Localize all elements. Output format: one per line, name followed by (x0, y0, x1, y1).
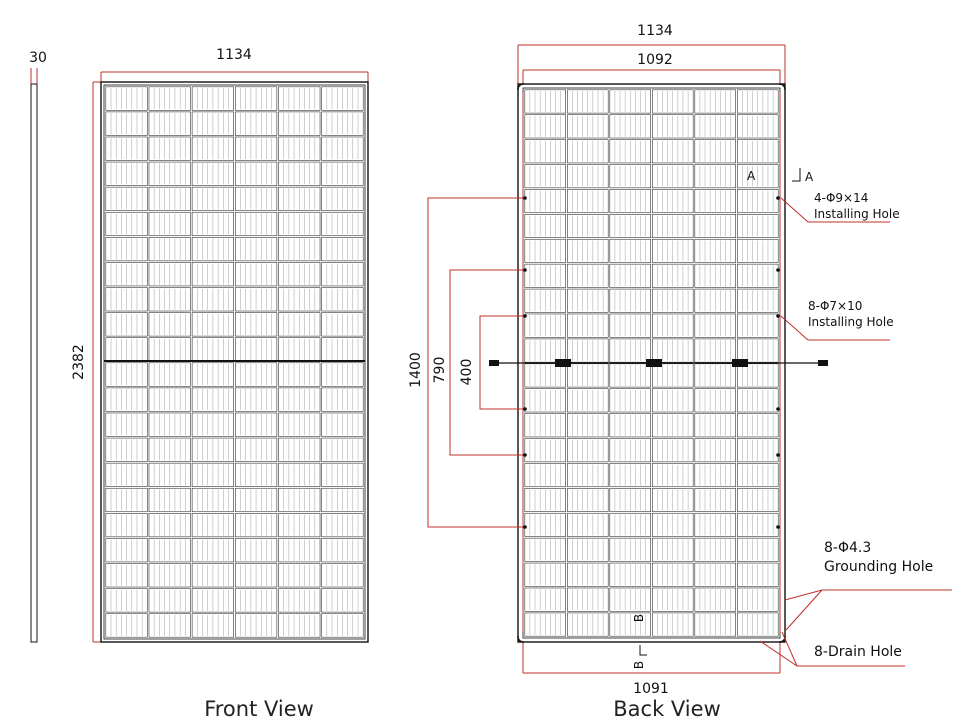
callout-grounding-spec: 8-Φ4.3 (824, 540, 871, 556)
section-b-inner: B (632, 614, 646, 622)
section-a-outer: A (805, 170, 814, 184)
callout-grounding-name: Grounding Hole (824, 559, 933, 575)
spacing-400-label: 400 (459, 359, 475, 386)
callout-installing-hole-2-name: Installing Hole (808, 315, 894, 329)
front-width-label: 1134 (216, 47, 252, 63)
callout-drain-hole: 8-Drain Hole (814, 644, 902, 660)
section-b-outer: B (632, 661, 646, 669)
back-outer-width-label: 1134 (637, 23, 673, 39)
spacing-790-label: 790 (432, 357, 448, 384)
spacing-1400-label: 1400 (408, 352, 424, 388)
side-view: 30 (29, 50, 47, 643)
front-height-label: 2382 (71, 344, 87, 380)
thickness-label: 30 (29, 50, 47, 66)
callout-installing-hole-1-spec: 4-Φ9×14 (814, 191, 868, 205)
front-view: 1134 2382 (71, 47, 369, 643)
back-inner-width-label: 1092 (637, 52, 673, 68)
back-bottom-width-label: 1091 (633, 681, 669, 697)
back-view: 1134 1092 140 (408, 23, 952, 697)
callout-installing-hole-2-spec: 8-Φ7×10 (808, 299, 862, 313)
section-a-inner: A (747, 169, 756, 183)
callout-installing-hole-1-name: Installing Hole (814, 207, 900, 221)
junction-box-cable (489, 359, 828, 367)
front-cell-grid (105, 86, 364, 638)
mounting-holes (523, 196, 780, 529)
back-cell-grid (524, 89, 779, 637)
front-view-title: Front View (204, 697, 314, 721)
back-view-title: Back View (613, 697, 721, 721)
